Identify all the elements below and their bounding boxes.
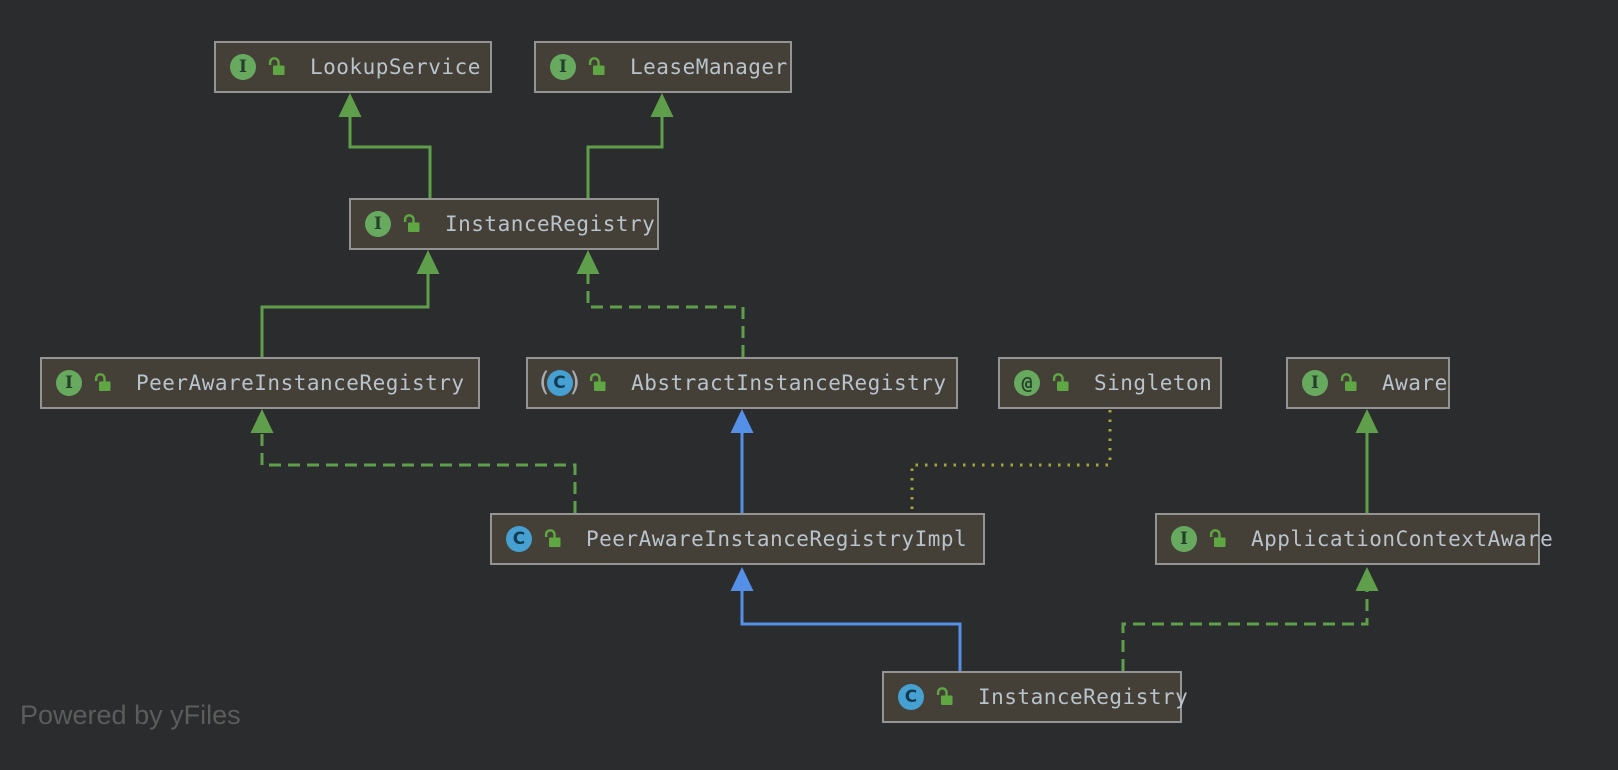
interface-icon: I (1171, 526, 1197, 552)
lock-icon (542, 528, 562, 550)
edge-abstractinstanceregistry-implements-instanceregistry[interactable] (586, 273, 745, 357)
lock-icon (92, 372, 112, 394)
icon-glyph: C (546, 370, 573, 396)
edge-abstractinstanceregistry-implements-instanceregistry-arrowhead (576, 250, 600, 274)
node-label: Singleton (1094, 371, 1213, 395)
lock-icon (934, 686, 954, 708)
lock-icon (1050, 372, 1070, 394)
interface-icon: I (56, 370, 82, 396)
interface-icon: I (365, 211, 391, 237)
interface-icon: I (550, 54, 576, 80)
icon-glyph: I (230, 54, 256, 80)
edge-peerawareinstanceregistry-extends-instanceregistry-arrowhead (416, 250, 440, 274)
interface-icon: I (230, 54, 256, 80)
node-instance-registry-class[interactable]: C InstanceRegistry (882, 671, 1188, 723)
abstract-paren-open: ( (539, 367, 550, 398)
node-label: LeaseManager (630, 55, 788, 79)
node-abstract-instance-registry[interactable]: (C) AbstractInstanceRegistry (526, 357, 958, 409)
abstract-class-icon: (C) (539, 367, 580, 398)
edge-impl-implements-peerawareinstanceregistry-arrowhead (250, 409, 274, 433)
edge-applicationcontextaware-extends-aware-arrowhead (1355, 409, 1379, 433)
node-label: InstanceRegistry (978, 685, 1189, 709)
edge-instanceregistry-extends-leasemanager[interactable] (586, 116, 664, 198)
edge-impl-annotated-singleton[interactable] (910, 410, 1112, 513)
node-aware[interactable]: I Aware (1286, 357, 1450, 409)
lock-icon (586, 56, 606, 78)
edge-instanceregistry-extends-leasemanager-arrowhead (650, 93, 674, 117)
lock-icon (1207, 528, 1227, 550)
powered-by-yfiles: Powered by yFiles (20, 700, 241, 730)
icon-glyph: C (506, 526, 532, 552)
lock-icon (587, 372, 607, 394)
class-icon: C (898, 684, 924, 710)
icon-glyph: C (898, 684, 924, 710)
edge-instanceregistry-implements-applicationcontextaware-arrowhead (1355, 567, 1379, 591)
node-peer-aware-instance-registry[interactable]: I PeerAwareInstanceRegistry (40, 357, 480, 409)
node-lease-manager[interactable]: I LeaseManager (534, 41, 792, 93)
node-lookup-service[interactable]: I LookupService (214, 41, 492, 93)
node-peer-aware-instance-registry-impl[interactable]: C PeerAwareInstanceRegistryImpl (490, 513, 985, 565)
node-label: AbstractInstanceRegistry (631, 371, 947, 395)
node-label: InstanceRegistry (445, 212, 656, 236)
edge-impl-implements-peerawareinstanceregistry[interactable] (260, 432, 577, 513)
lock-icon (1338, 372, 1358, 394)
annotation-icon: @ (1014, 370, 1040, 396)
interface-icon: I (1302, 370, 1328, 396)
edge-instanceregistry-extends-lookupservice-arrowhead (338, 93, 362, 117)
lock-icon (401, 213, 421, 235)
edge-instanceregistry-extends-impl-arrowhead (730, 567, 754, 591)
icon-glyph: I (56, 370, 82, 396)
lock-icon (266, 56, 286, 78)
edge-instanceregistry-extends-impl[interactable] (740, 590, 962, 671)
edge-peerawareinstanceregistry-extends-instanceregistry[interactable] (260, 273, 430, 357)
edge-instanceregistry-implements-applicationcontextaware[interactable] (1121, 590, 1369, 671)
edge-impl-extends-abstractinstanceregistry-arrowhead (730, 409, 754, 433)
icon-glyph: I (550, 54, 576, 80)
node-label: PeerAwareInstanceRegistryImpl (586, 527, 968, 551)
node-label: LookupService (310, 55, 481, 79)
node-instance-registry-interface[interactable]: I InstanceRegistry (349, 198, 659, 250)
icon-glyph: I (1171, 526, 1197, 552)
node-singleton[interactable]: @ Singleton (998, 357, 1222, 409)
icon-glyph: I (365, 211, 391, 237)
icon-glyph: @ (1014, 370, 1040, 396)
abstract-paren-close: ) (569, 367, 581, 398)
node-application-context-aware[interactable]: I ApplicationContextAware (1155, 513, 1553, 565)
node-label: PeerAwareInstanceRegistry (136, 371, 465, 395)
node-label: Aware (1382, 371, 1448, 395)
icon-glyph: I (1302, 370, 1328, 396)
edge-instanceregistry-extends-lookupservice[interactable] (348, 116, 432, 198)
node-label: ApplicationContextAware (1251, 527, 1554, 551)
class-icon: C (506, 526, 532, 552)
